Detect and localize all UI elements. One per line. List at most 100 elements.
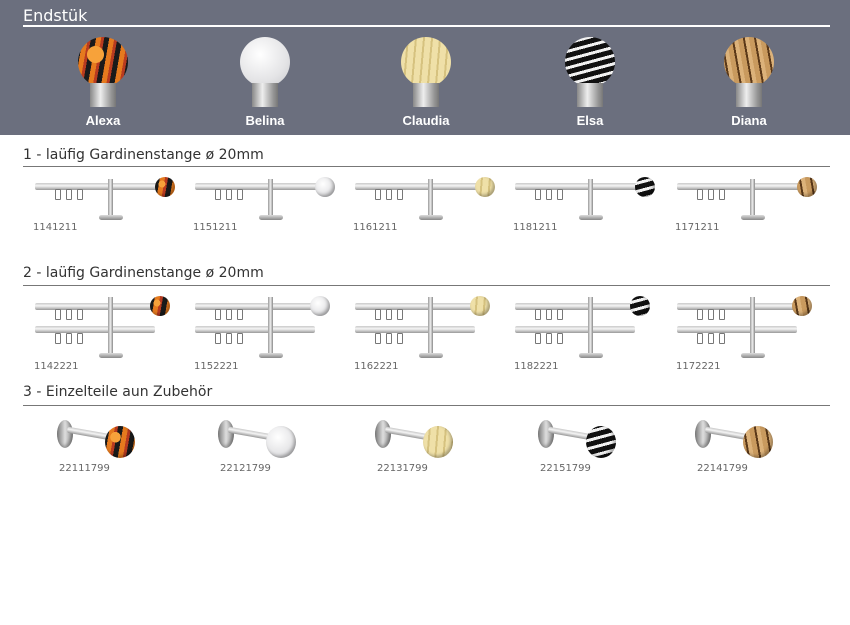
curtain-rod-single[interactable]: 1161211	[353, 175, 505, 245]
rod-icon	[515, 183, 640, 190]
section-divider	[23, 166, 830, 167]
curtain-ring-icon	[697, 189, 703, 200]
curtain-ring-icon	[557, 333, 563, 344]
curtain-rod-double[interactable]: 1152221	[194, 295, 345, 375]
curtain-ring-icon	[397, 189, 403, 200]
curtain-ring-icon	[66, 309, 72, 320]
curtain-ring-icon	[535, 309, 541, 320]
product-code: 1142221	[34, 361, 79, 372]
finish-label: Elsa	[576, 113, 604, 128]
product-code: 1151211	[193, 222, 238, 233]
curtain-ring-icon	[77, 309, 83, 320]
bracket-post-icon	[750, 297, 755, 355]
finial-icon	[315, 177, 335, 197]
curtain-ring-icon	[697, 333, 703, 344]
wall-bracket-accessory[interactable]: 22141799	[695, 418, 775, 474]
finial-icon	[743, 426, 773, 458]
finial-ball-icon	[724, 37, 774, 87]
rod-icon	[195, 183, 320, 190]
rod-icon	[35, 183, 160, 190]
curtain-rod-double[interactable]: 1172221	[676, 295, 827, 375]
rod-icon	[35, 326, 155, 333]
curtain-rod-double[interactable]: 1162221	[354, 295, 505, 375]
finish-belina[interactable]: Belina	[235, 37, 295, 137]
curtain-ring-icon	[386, 309, 392, 320]
wall-bracket-accessory[interactable]: 22131799	[375, 418, 455, 474]
bracket-foot-icon	[419, 353, 443, 358]
bracket-foot-icon	[579, 215, 603, 220]
curtain-ring-icon	[55, 333, 61, 344]
bracket-post-icon	[428, 179, 433, 219]
curtain-ring-icon	[397, 333, 403, 344]
rod-icon	[195, 303, 315, 310]
finial-ball-icon	[401, 37, 451, 87]
finial-icon	[266, 426, 296, 458]
product-code: 1152221	[194, 361, 239, 372]
curtain-ring-icon	[546, 189, 552, 200]
product-code: 1181211	[513, 222, 558, 233]
curtain-ring-icon	[237, 333, 243, 344]
wall-bracket-accessory[interactable]: 22121799	[218, 418, 298, 474]
curtain-rod-single[interactable]: 1171211	[675, 175, 827, 245]
bracket-post-icon	[588, 179, 593, 219]
rod-icon	[677, 183, 802, 190]
curtain-ring-icon	[55, 189, 61, 200]
finial-stem-icon	[252, 83, 278, 107]
product-code: 22121799	[220, 463, 271, 474]
rod-icon	[677, 303, 797, 310]
section-divider	[23, 405, 830, 406]
rod-icon	[515, 303, 635, 310]
wall-bracket-accessory[interactable]: 22151799	[538, 418, 618, 474]
curtain-rod-double[interactable]: 1182221	[514, 295, 665, 375]
finish-alexa[interactable]: Alexa	[73, 37, 133, 137]
rod-icon	[35, 303, 155, 310]
wall-plate-icon	[538, 420, 554, 448]
finial-icon	[470, 296, 490, 316]
curtain-ring-icon	[66, 333, 72, 344]
curtain-ring-icon	[557, 189, 563, 200]
curtain-ring-icon	[708, 333, 714, 344]
section-divider	[23, 285, 830, 286]
curtain-ring-icon	[375, 333, 381, 344]
bracket-post-icon	[108, 297, 113, 355]
finial-ball-icon	[78, 37, 128, 87]
product-code: 1162221	[354, 361, 399, 372]
curtain-ring-icon	[557, 309, 563, 320]
curtain-rod-single[interactable]: 1141211	[33, 175, 185, 245]
finial-icon	[797, 177, 817, 197]
curtain-ring-icon	[226, 309, 232, 320]
product-code: 22151799	[540, 463, 591, 474]
finish-claudia[interactable]: Claudia	[396, 37, 456, 137]
curtain-ring-icon	[708, 309, 714, 320]
product-code: 1141211	[33, 222, 78, 233]
product-code: 22111799	[59, 463, 110, 474]
bracket-foot-icon	[99, 215, 123, 220]
curtain-ring-icon	[215, 309, 221, 320]
curtain-ring-icon	[719, 309, 725, 320]
curtain-rod-single[interactable]: 1151211	[193, 175, 345, 245]
curtain-rod-single[interactable]: 1181211	[513, 175, 665, 245]
finial-icon	[423, 426, 453, 458]
header-title: Endstük	[23, 6, 88, 25]
curtain-ring-icon	[226, 333, 232, 344]
finial-icon	[630, 296, 650, 316]
curtain-ring-icon	[397, 309, 403, 320]
bracket-post-icon	[268, 297, 273, 355]
wall-bracket-accessory[interactable]: 22111799	[57, 418, 137, 474]
product-code: 1182221	[514, 361, 559, 372]
finial-stem-icon	[577, 83, 603, 107]
curtain-rod-double[interactable]: 1142221	[34, 295, 185, 375]
finish-diana[interactable]: Diana	[719, 37, 779, 137]
rod-icon	[355, 183, 480, 190]
section-title-double-rod: 2 - laüfig Gardinenstange ø 20mm	[23, 265, 264, 281]
bracket-foot-icon	[579, 353, 603, 358]
curtain-ring-icon	[535, 189, 541, 200]
curtain-ring-icon	[66, 189, 72, 200]
finish-elsa[interactable]: Elsa	[560, 37, 620, 137]
product-code: 22131799	[377, 463, 428, 474]
finish-label: Alexa	[85, 113, 121, 128]
bracket-foot-icon	[259, 215, 283, 220]
finial-stem-icon	[413, 83, 439, 107]
curtain-ring-icon	[697, 309, 703, 320]
